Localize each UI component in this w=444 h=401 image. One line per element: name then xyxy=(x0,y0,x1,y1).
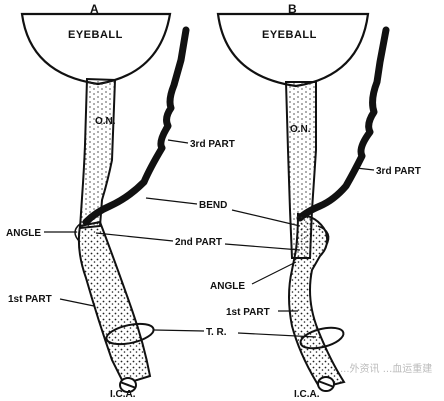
panel-a: A EYEBALL O.N. 3rd PART BEND ANGLE 2nd P… xyxy=(6,2,317,400)
label-tr: T. R. xyxy=(206,327,227,338)
panel-b-letter: B xyxy=(288,2,297,16)
eyeball-b xyxy=(216,12,370,88)
artery-first-part-a xyxy=(77,220,152,386)
label-first-part-b: 1st PART xyxy=(226,307,270,318)
label-second-part: 2nd PART xyxy=(175,237,222,248)
watermark-text: ...外资讯 ...血运重建 xyxy=(340,362,432,375)
tendinous-ring-b xyxy=(299,326,345,350)
label-third-part-a: 3rd PART xyxy=(190,139,235,150)
artery-angle-b xyxy=(317,225,330,247)
label-bend: BEND xyxy=(199,200,227,211)
eyeball-a-label: EYEBALL xyxy=(68,29,123,41)
label-ica-b: I.C.A. xyxy=(294,389,320,400)
optic-nerve-b-label: O.N. xyxy=(290,124,311,135)
tendinous-ring-a xyxy=(105,322,155,346)
panel-b: B EYEBALL O.N. 3rd PART ANGLE 1st PART I… xyxy=(210,2,432,400)
artery-first-part-b xyxy=(288,212,346,390)
artery-third-part-b xyxy=(296,26,390,222)
eyeball-a xyxy=(20,12,172,86)
eyeball-b-label: EYEBALL xyxy=(262,29,317,41)
label-first-part-a: 1st PART xyxy=(8,294,52,305)
label-angle-a: ANGLE xyxy=(6,228,41,239)
label-angle-b: ANGLE xyxy=(210,281,245,292)
artery-third-part-a xyxy=(82,26,190,226)
label-ica-a: I.C.A. xyxy=(110,389,136,400)
artery-angle-a xyxy=(74,223,81,243)
panel-a-letter: A xyxy=(90,2,99,16)
optic-nerve-a-label: O.N. xyxy=(95,116,116,127)
label-third-part-b: 3rd PART xyxy=(376,166,421,177)
